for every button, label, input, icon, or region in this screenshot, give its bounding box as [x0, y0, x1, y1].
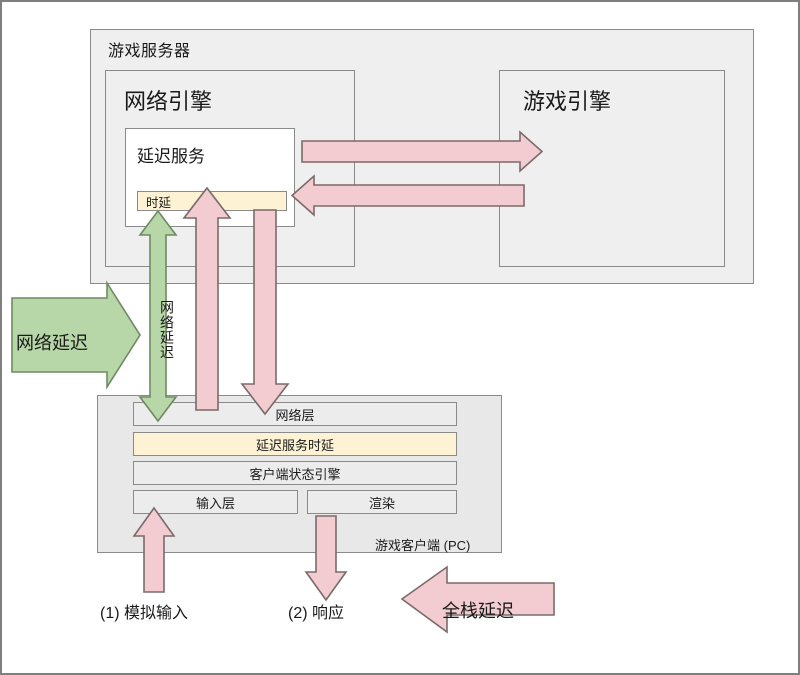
client-row-render: 渲染: [307, 490, 457, 514]
label-network-latency-horizontal: 网络延迟: [16, 333, 88, 353]
label-sim-input: (1) 模拟输入: [100, 605, 189, 622]
client-row-client-state-engine: 客户端状态引擎: [133, 461, 457, 485]
game-engine-title: 游戏引擎: [523, 89, 612, 114]
label-response: (2) 响应: [288, 605, 345, 622]
game-server-title: 游戏服务器: [108, 43, 191, 60]
label-full-stack-latency: 全栈延迟: [442, 601, 514, 621]
client-row-network-layer: 网络层: [133, 402, 457, 426]
label-network-latency-vertical: 网络延迟: [159, 300, 175, 360]
client-row-input-layer: 输入层: [133, 490, 298, 514]
game-client-caption: 游戏客户端 (PC): [375, 538, 471, 553]
client-row-lag-service-latency: 延迟服务时延: [133, 432, 457, 456]
lag-service-title: 延迟服务: [137, 147, 205, 166]
lag-service-latency-row: 时延: [137, 191, 287, 211]
network-engine-title: 网络引擎: [124, 89, 213, 114]
